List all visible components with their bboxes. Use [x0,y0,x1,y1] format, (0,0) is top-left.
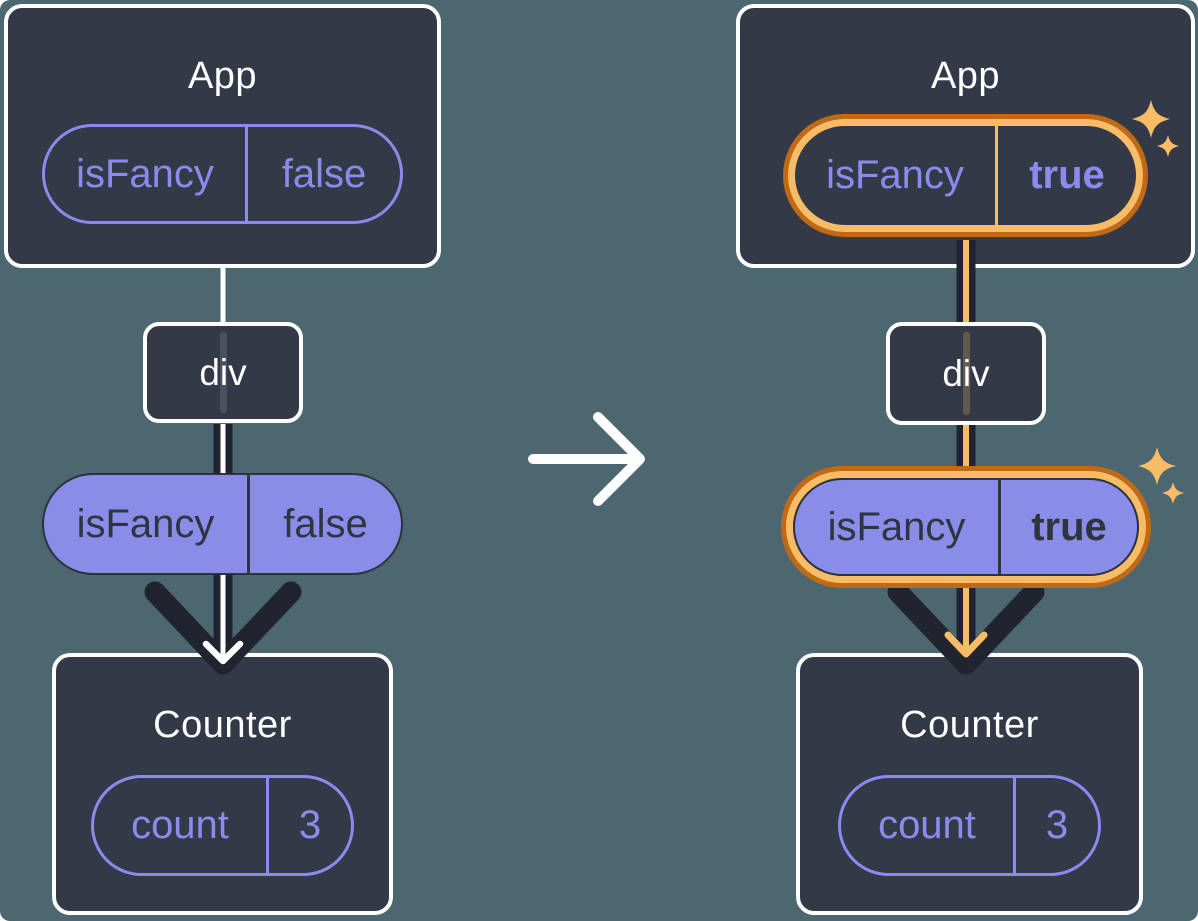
app-state-pill: isFancy false [42,124,403,224]
node-label: div [199,351,247,393]
state-value: false [281,151,367,196]
state-value: true [1029,153,1105,197]
component-title: App [930,55,1001,97]
app-state-pill: isFancy true [795,126,1136,225]
state-flow-line-highlighted [887,240,1045,675]
div-node: div [886,322,1046,425]
app-component-card: App isFancy false [4,4,441,268]
node-label: div [942,352,990,394]
state-value: 3 [1045,803,1069,847]
prop-value: false [283,501,368,546]
prop-name: isFancy [76,501,215,546]
arrow-right-icon [528,412,645,506]
prop-pill: isFancy false [42,473,403,575]
pill-divider [245,127,248,221]
app-component-card: App isFancy true [736,4,1195,268]
component-title: Counter [153,704,292,746]
highlight-ring-inner: isFancy true [788,119,1143,232]
prop-name: isFancy [827,504,966,549]
highlight-ring: isFancy true [781,466,1151,588]
pill-divider [995,126,998,225]
state-name: count [878,803,976,847]
line-through-node [219,332,227,413]
pill-divider [247,475,250,573]
counter-component-card: Counter count 3 [52,653,393,915]
state-value: 3 [298,803,322,847]
state-flow-line [144,266,302,675]
highlight-ring-inner: isFancy true [786,471,1146,583]
component-title: Counter [900,704,1039,746]
highlight-ring: isFancy true [783,114,1148,237]
state-name: isFancy [76,151,214,196]
counter-state-pill: count 3 [838,775,1101,876]
counter-component-card: Counter count 3 [796,653,1143,915]
pill-divider [266,778,269,873]
pill-divider [1013,778,1016,873]
pill-divider [998,480,1001,574]
counter-state-pill: count 3 [91,775,354,876]
state-name: isFancy [826,153,964,197]
state-name: count [131,803,229,847]
prop-pill: isFancy true [793,478,1139,576]
prop-value: true [1031,504,1107,549]
div-node: div [143,322,303,423]
component-title: App [187,55,258,97]
